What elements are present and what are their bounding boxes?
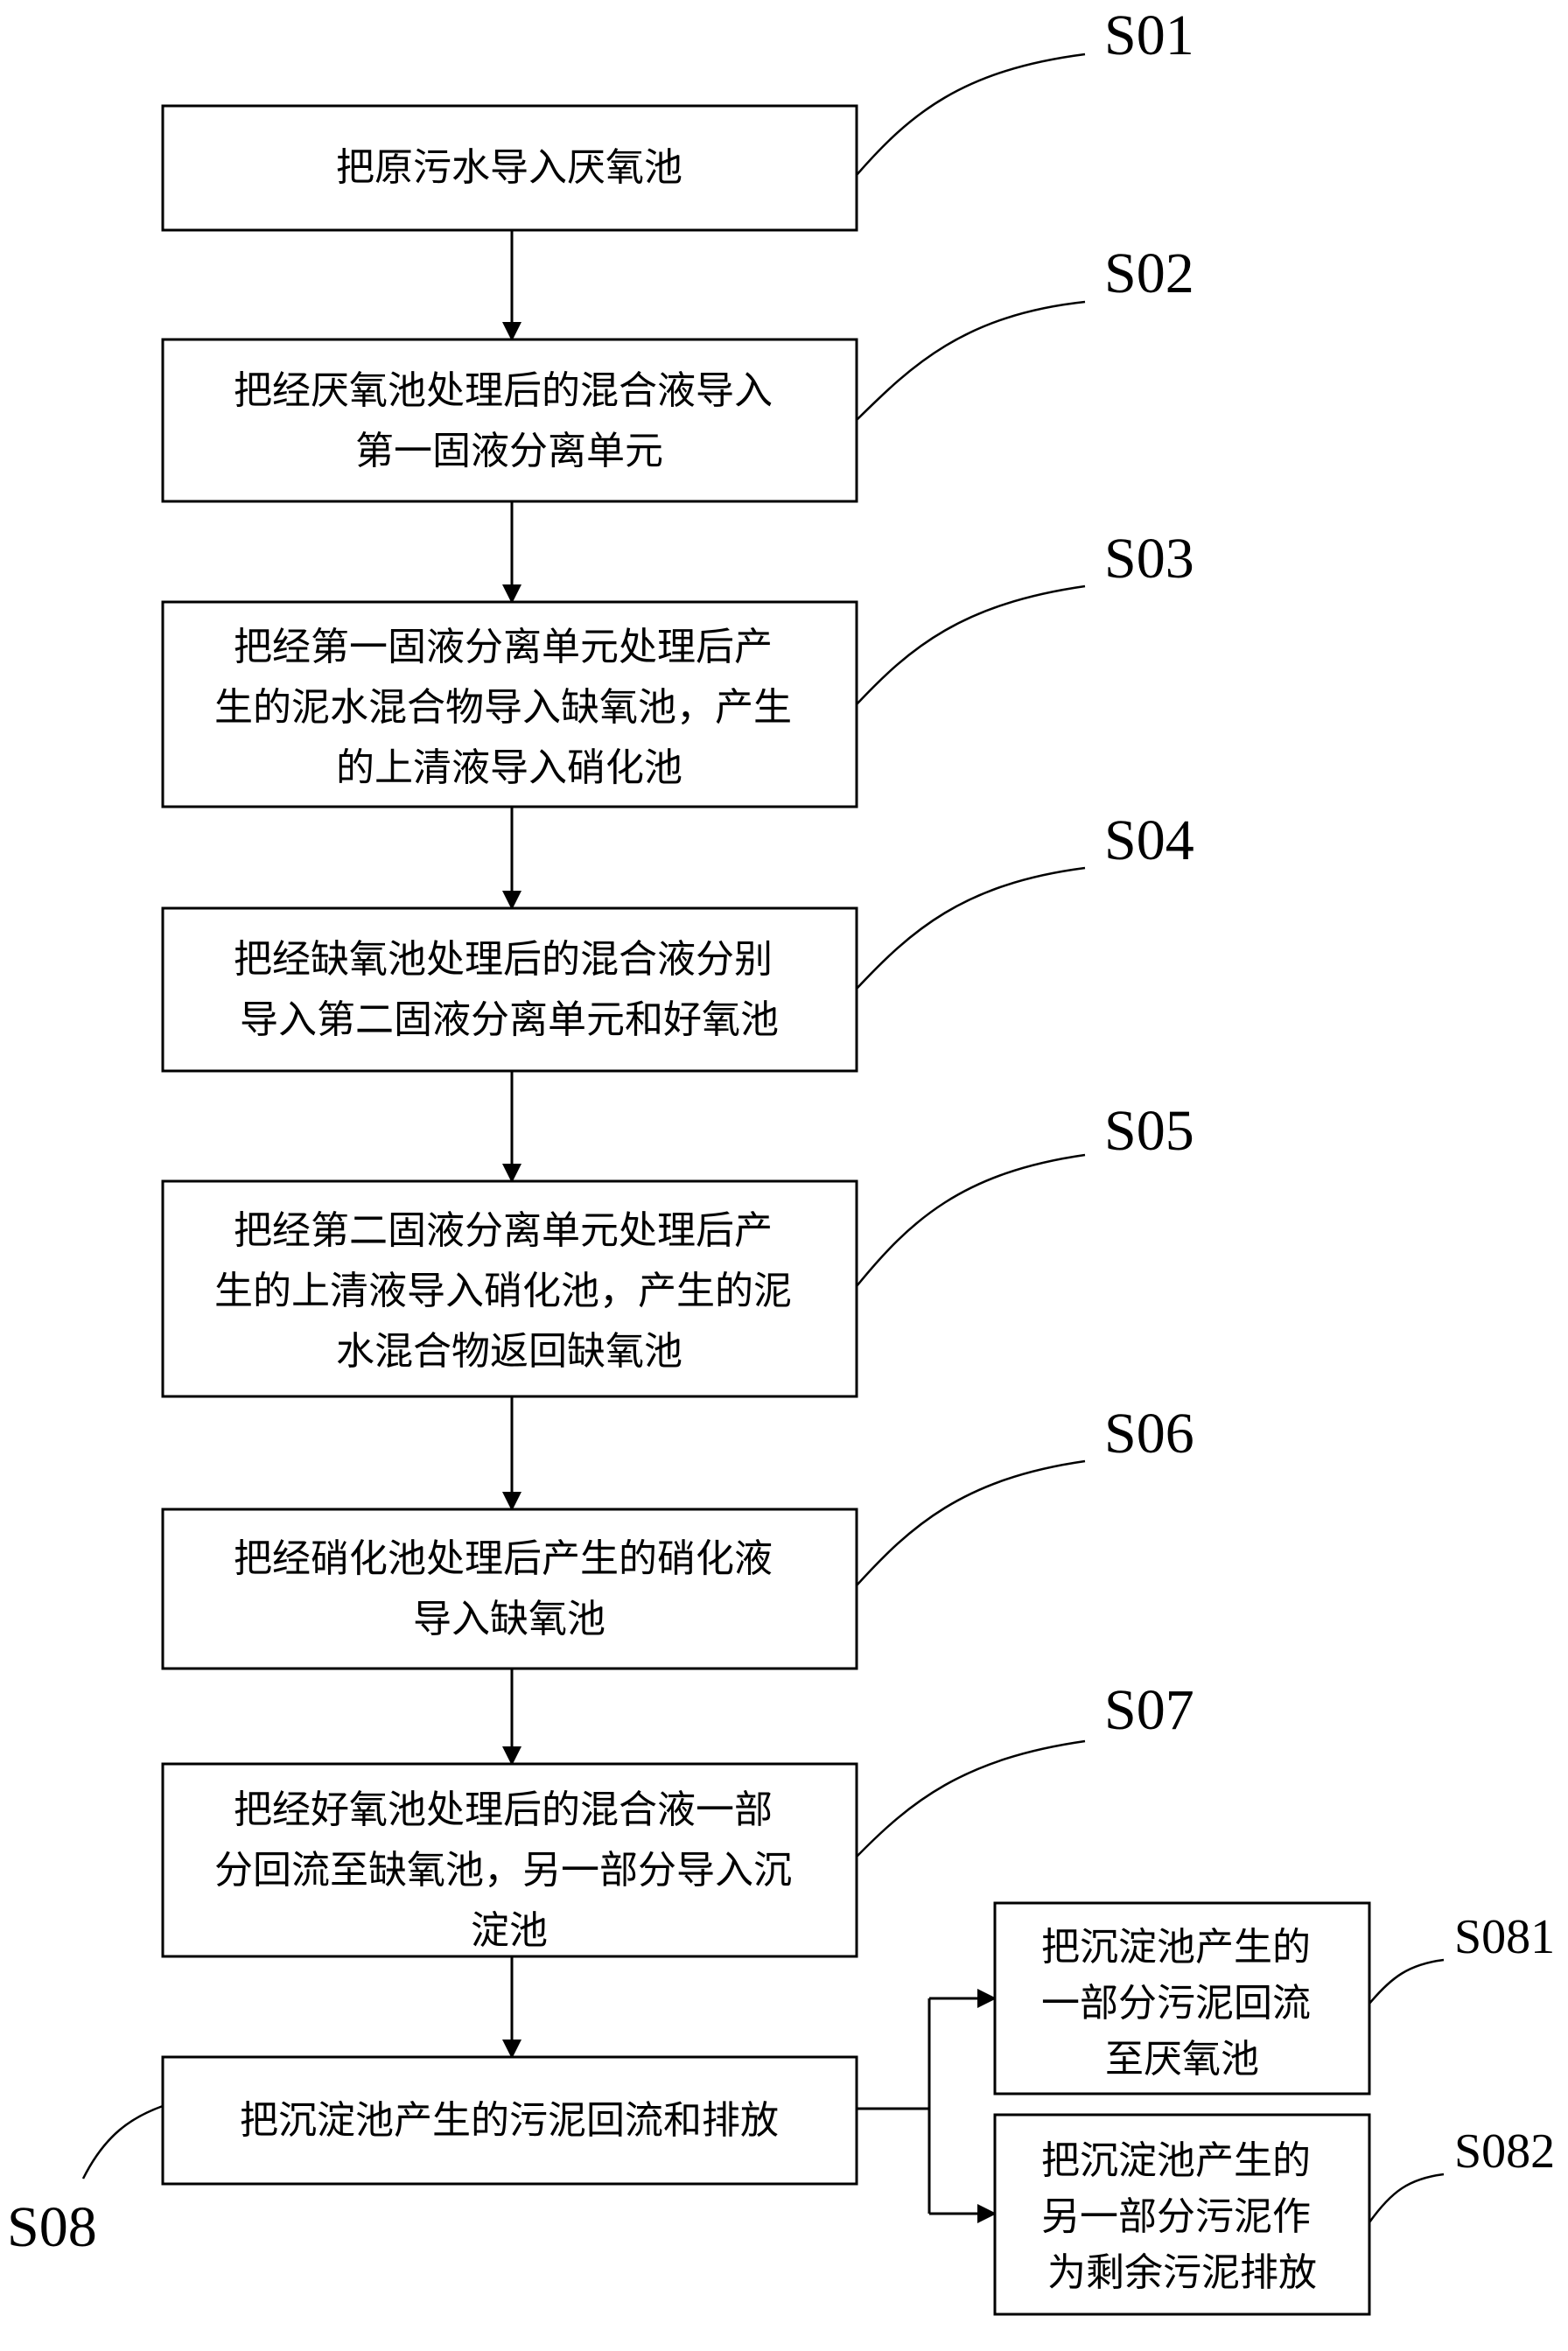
step-label-s082: S082 xyxy=(1454,2124,1555,2179)
step-text-line: 把经厌氧池处理后的混合液导入 xyxy=(234,368,773,413)
step-text-line: 把经硝化池处理后产生的硝化液 xyxy=(234,1536,773,1581)
step-text-line: 至厌氧池 xyxy=(1105,2037,1259,2082)
label-leader-s02 xyxy=(856,300,1086,421)
step-text-line: 导入第二固液分离单元和好氧池 xyxy=(240,997,779,1042)
step-box-s081 xyxy=(993,1901,1371,2096)
step-text-s07: 把经好氧池处理后的混合液一部 分回流至缺氧池，另一部分导入沉 淀池 xyxy=(214,1788,804,1953)
step-text-line: 把沉淀池产生的 xyxy=(1041,2138,1311,2183)
label-leader-s01 xyxy=(856,52,1086,176)
step-text-line: 第一固液分离单元 xyxy=(355,429,663,473)
step-text-s082: 把沉淀池产生的 另一部分污泥作 为剩余污泥排放 xyxy=(1041,2138,1323,2295)
step-text-line: 生的泥水混合物导入缺氧池，产生 xyxy=(214,685,792,730)
step-text-line: 分回流至缺氧池，另一部分导入沉 xyxy=(214,1848,792,1893)
step-text-line: 把经好氧池处理后的混合液一部 xyxy=(234,1788,773,1832)
step-s02: 把经厌氧池处理后的混合液导入 第一固液分离单元 S02 xyxy=(161,241,1194,503)
step-text-line: 导入缺氧池 xyxy=(413,1597,606,1641)
step-text-line: 一部分污泥回流 xyxy=(1041,1981,1311,2026)
step-box-s03 xyxy=(161,600,858,808)
label-leader-s07 xyxy=(856,1739,1086,1858)
step-text-line: 另一部分污泥作 xyxy=(1041,2194,1311,2239)
step-text-line: 把经缺氧池处理后的混合液分别 xyxy=(234,937,773,982)
label-leader-s082 xyxy=(1368,2173,1445,2223)
step-text-s01: 把原污水导入厌氧池 xyxy=(336,145,682,190)
step-text-s081: 把沉淀池产生的 一部分污泥回流 至厌氧池 xyxy=(1041,1925,1323,2082)
step-s08: 把沉淀池产生的污泥回流和排放 S08 xyxy=(7,2055,858,2259)
step-text-line: 的上清液导入硝化池 xyxy=(336,745,682,790)
step-text-line: 把沉淀池产生的 xyxy=(1041,1925,1311,1970)
label-leader-s081 xyxy=(1368,1958,1445,2005)
step-text-s03: 把经第一固液分离单元处理后产 生的泥水混合物导入缺氧池，产生 的上清液导入硝化池 xyxy=(214,625,804,790)
step-text-s04: 把经缺氧池处理后的混合液分别 导入第二固液分离单元和好氧池 xyxy=(234,937,785,1042)
step-text-line: 把沉淀池产生的污泥回流和排放 xyxy=(240,2098,779,2143)
label-leader-s03 xyxy=(856,584,1086,705)
step-text-line: 把经第一固液分离单元处理后产 xyxy=(234,625,773,669)
step-box-s02 xyxy=(161,338,858,503)
step-label-s02: S02 xyxy=(1104,241,1194,305)
step-box-s05 xyxy=(161,1179,858,1398)
step-label-s07: S07 xyxy=(1104,1678,1194,1742)
step-box-s04 xyxy=(161,906,858,1073)
step-s04: 把经缺氧池处理后的混合液分别 导入第二固液分离单元和好氧池 S04 xyxy=(161,808,1194,1073)
step-s03: 把经第一固液分离单元处理后产 生的泥水混合物导入缺氧池，产生 的上清液导入硝化池… xyxy=(161,527,1194,808)
step-box-s07 xyxy=(161,1762,858,1958)
step-text-line: 把经第二固液分离单元处理后产 xyxy=(234,1208,773,1253)
step-label-s08: S08 xyxy=(7,2195,97,2259)
step-label-s06: S06 xyxy=(1104,1402,1194,1466)
step-box-s06 xyxy=(161,1508,858,1670)
label-leader-s04 xyxy=(856,866,1086,990)
step-s05: 把经第二固液分离单元处理后产 生的上清液导入硝化池，产生的泥 水混合物返回缺氧池… xyxy=(161,1099,1194,1398)
step-s06: 把经硝化池处理后产生的硝化液 导入缺氧池 S06 xyxy=(161,1402,1194,1670)
step-label-s081: S081 xyxy=(1454,1910,1555,1964)
label-leader-s06 xyxy=(856,1459,1086,1586)
label-leader-s05 xyxy=(856,1153,1086,1287)
step-box-s08 xyxy=(161,2055,858,2186)
step-s07: 把经好氧池处理后的混合液一部 分回流至缺氧池，另一部分导入沉 淀池 S07 xyxy=(161,1678,1194,1958)
step-text-s08: 把沉淀池产生的污泥回流和排放 xyxy=(240,2098,779,2143)
step-text-s06: 把经硝化池处理后产生的硝化液 导入缺氧池 xyxy=(234,1536,785,1641)
step-box-s082 xyxy=(993,2113,1371,2316)
label-leader-s08 xyxy=(81,2104,164,2180)
step-text-line: 生的上清液导入硝化池，产生的泥 xyxy=(214,1269,792,1313)
step-text-line: 水混合物返回缺氧池 xyxy=(336,1329,682,1374)
step-label-s03: S03 xyxy=(1104,527,1194,591)
step-text-line: 把原污水导入厌氧池 xyxy=(336,145,682,190)
step-label-s01: S01 xyxy=(1104,3,1194,67)
step-text-line: 淀池 xyxy=(471,1908,548,1953)
step-s01: 把原污水导入厌氧池 S01 xyxy=(161,3,1194,232)
step-text-s05: 把经第二固液分离单元处理后产 生的上清液导入硝化池，产生的泥 水混合物返回缺氧池 xyxy=(214,1208,804,1374)
step-text-s02: 把经厌氧池处理后的混合液导入 第一固液分离单元 xyxy=(234,368,785,473)
step-s082: 把沉淀池产生的 另一部分污泥作 为剩余污泥排放 S082 xyxy=(993,2113,1555,2316)
step-label-s05: S05 xyxy=(1104,1099,1194,1163)
step-s081: 把沉淀池产生的 一部分污泥回流 至厌氧池 S081 xyxy=(993,1901,1555,2096)
step-box-s01 xyxy=(161,104,858,232)
step-label-s04: S04 xyxy=(1104,808,1194,872)
step-text-line: 为剩余污泥排放 xyxy=(1047,2250,1317,2295)
branch-connector xyxy=(857,1989,997,2223)
